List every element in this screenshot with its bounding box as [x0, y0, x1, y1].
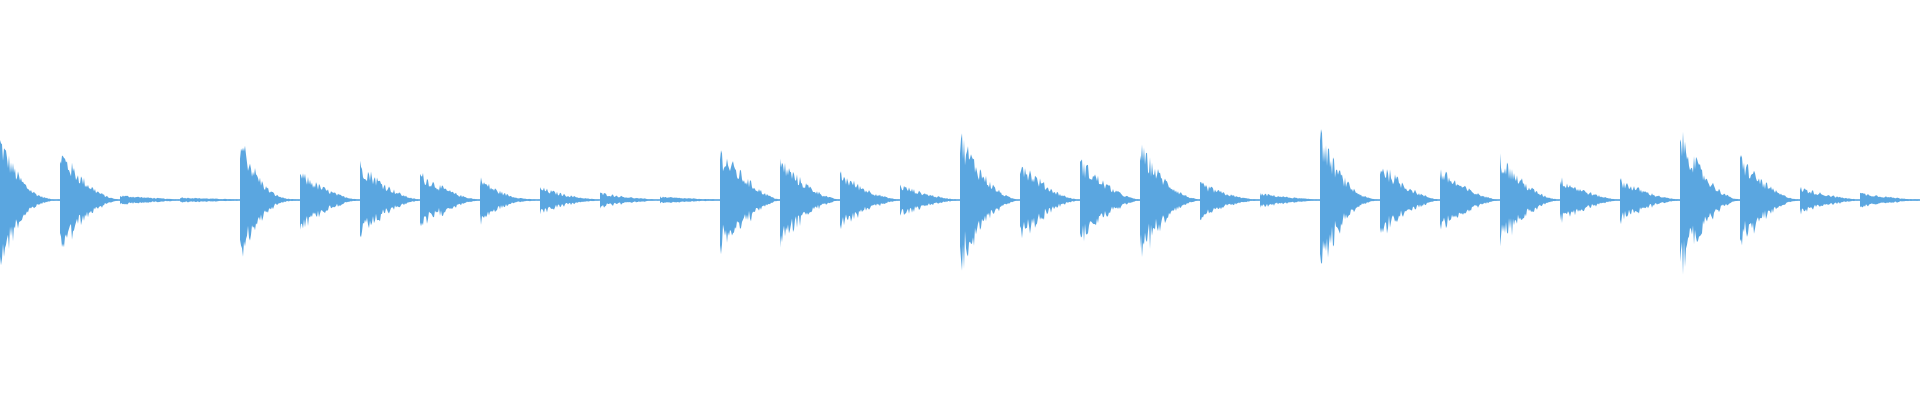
waveform-hit-14 [780, 158, 840, 248]
waveform-hit-2 [60, 155, 120, 248]
waveform-hit-21 [1200, 181, 1260, 221]
waveform-hit-11 [600, 192, 660, 209]
waveform-hit-27 [1560, 177, 1620, 223]
waveform-hit-shape [1200, 181, 1260, 221]
waveform-hit-17 [960, 133, 1020, 271]
waveform-hit-3 [120, 195, 180, 205]
waveform-hit-shape [0, 140, 60, 266]
waveform-hit-shape [240, 145, 300, 257]
waveform-hit-31 [1800, 186, 1860, 215]
waveform-hit-5 [240, 145, 300, 257]
waveform-hit-24 [1380, 168, 1440, 234]
waveform-hit-29 [1680, 131, 1740, 275]
waveform-hit-7 [360, 160, 420, 238]
waveform-hit-18 [1020, 166, 1080, 239]
waveform-hit-20 [1140, 144, 1200, 257]
waveform-hit-12 [660, 196, 720, 204]
waveform-hit-shape [1680, 131, 1740, 275]
waveform-hit-shape [60, 155, 120, 248]
waveform-hit-23 [1320, 129, 1380, 264]
waveform-hit-shape [1320, 129, 1380, 264]
waveform-hit-shape [480, 177, 540, 225]
waveform-hit-15 [840, 171, 900, 230]
waveform-channel [0, 129, 1920, 275]
waveform-hit-shape [1020, 166, 1080, 239]
waveform-hit-8 [420, 173, 480, 227]
waveform-hit-26 [1500, 153, 1560, 247]
waveform-hit-16 [900, 184, 960, 216]
waveform-hit-4 [180, 197, 240, 203]
waveform-hit-28 [1620, 178, 1680, 225]
waveform-hit-10 [540, 187, 600, 215]
waveform-hit-shape [1380, 168, 1440, 234]
waveform-hit-1 [0, 140, 60, 266]
waveform-hit-6 [300, 173, 360, 230]
waveform-hit-shape [960, 133, 1020, 271]
waveform-hit-25 [1440, 169, 1500, 230]
waveform-hit-13 [720, 150, 780, 255]
waveform-hit-shape [1620, 178, 1680, 225]
waveform-hit-9 [480, 177, 540, 225]
waveform-hit-shape [720, 150, 780, 255]
waveform-hit-30 [1740, 155, 1800, 246]
waveform-hit-shape [360, 160, 420, 238]
waveform-hit-19 [1080, 159, 1140, 242]
waveform-hit-22 [1260, 192, 1320, 208]
waveform-hit-32 [1860, 192, 1920, 208]
waveform-hit-shape [780, 158, 840, 248]
waveform-hit-shape [300, 173, 360, 230]
